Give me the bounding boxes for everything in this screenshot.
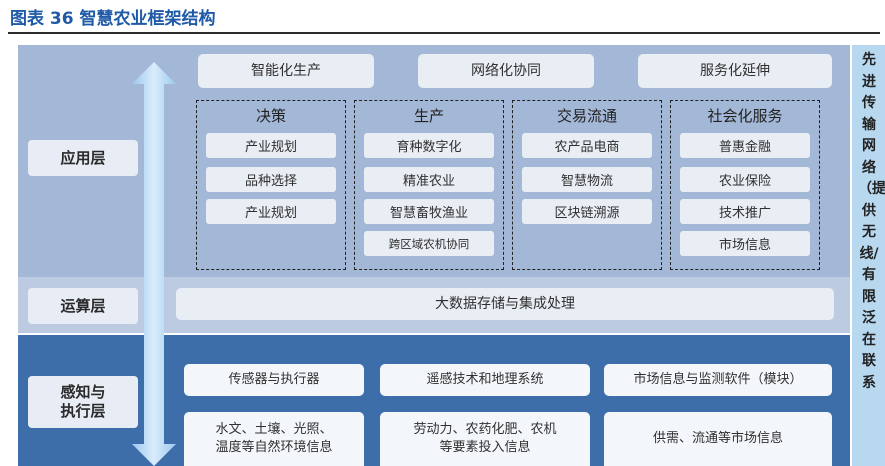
group-item: 技术推广 [680, 199, 810, 224]
trade-circulation-group [512, 100, 662, 270]
decision-group-title: 决策 [255, 107, 286, 125]
figure-title: 图表 36 智慧农业框架结构 [10, 9, 216, 29]
market-info-box: 供需、流通等市场信息 [604, 412, 832, 466]
remote-sensing-gis-box: 遥感技术和地理系统 [380, 364, 590, 396]
group-item: 智慧畜牧渔业 [364, 199, 494, 224]
input-factors-info-box: 劳动力、农药化肥、农机 等要素投入信息 [380, 412, 590, 466]
smart-production-box: 智能化生产 [198, 54, 374, 88]
transmission-network-label: 先进传输网络（提供无线/有限泛在联系 [858, 52, 885, 391]
group-item: 育种数字化 [364, 133, 494, 158]
group-item: 产业规划 [206, 133, 336, 158]
big-data-storage-box: 大数据存储与集成处理 [176, 288, 834, 320]
group-item: 精准农业 [364, 167, 494, 192]
title-divider [8, 32, 880, 34]
decision-group [196, 100, 346, 270]
group-item: 农业保险 [680, 167, 810, 192]
computing-layer-label: 运算层 [28, 288, 138, 324]
group-item: 普惠金融 [680, 133, 810, 158]
group-item: 品种选择 [206, 167, 336, 192]
transmission-network-sidebar [852, 45, 885, 466]
trade-group-title: 交易流通 [556, 107, 617, 125]
production-group-title: 生产 [413, 107, 444, 125]
natural-environment-info-box: 水文、土壤、光照、 温度等自然环境信息 [184, 412, 364, 466]
production-group [354, 100, 504, 270]
sensor-actuator-box: 传感器与执行器 [184, 364, 364, 396]
sensing-layer-label: 感知与 执行层 [28, 376, 138, 428]
group-item: 区块链溯源 [522, 199, 652, 224]
social-group-title: 社会化服务 [707, 107, 783, 125]
group-item: 跨区域农机协同 [364, 231, 494, 256]
group-item: 产业规划 [206, 199, 336, 224]
group-item: 智慧物流 [522, 167, 652, 192]
group-item: 农产品电商 [522, 133, 652, 158]
networked-collaboration-box: 网络化协同 [418, 54, 594, 88]
application-layer-label: 应用层 [28, 140, 138, 176]
group-item: 市场信息 [680, 231, 810, 256]
double-arrow-icon [132, 62, 176, 466]
social-service-group [670, 100, 820, 270]
service-extension-box: 服务化延伸 [638, 54, 832, 88]
market-monitoring-software-box: 市场信息与监测软件（模块） [604, 364, 832, 396]
